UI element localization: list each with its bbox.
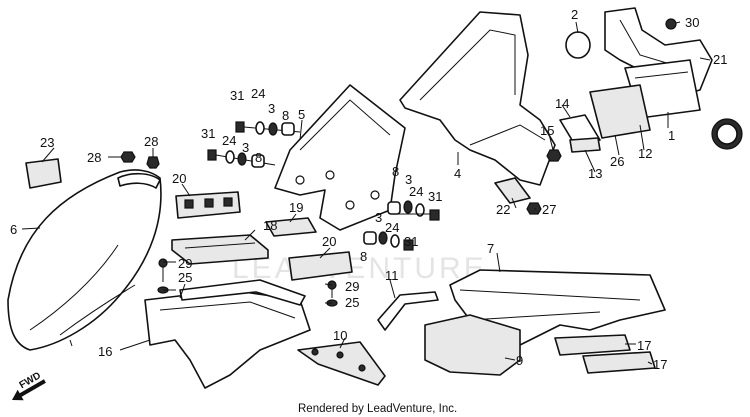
callout-26: 26: [610, 154, 624, 169]
mud-guard-16[interactable]: [144, 279, 311, 389]
callout-31-right-upper: 31: [428, 189, 442, 204]
stay-11[interactable]: [377, 291, 439, 331]
callout-31-upper: 31: [230, 88, 244, 103]
callout-25-left: 25: [178, 270, 192, 285]
callout-11: 11: [385, 268, 399, 283]
tail-light-lens-9[interactable]: [424, 314, 521, 376]
collar-8-lower[interactable]: [251, 154, 265, 168]
washer-3-right-upper[interactable]: [403, 200, 413, 214]
callout-25-middle: 25: [345, 295, 359, 310]
plate-22[interactable]: [494, 177, 531, 204]
decal-23[interactable]: [25, 158, 62, 189]
washer-3-right-lower[interactable]: [378, 231, 388, 245]
callout-8-right-lower: 8: [360, 249, 367, 264]
nut-28-left[interactable]: [120, 151, 136, 163]
watermark: LEADVENTURE: [232, 252, 487, 285]
reflector-1[interactable]: [711, 118, 743, 150]
nut-15[interactable]: [546, 149, 562, 162]
bolt-31-right-lower[interactable]: [403, 239, 414, 251]
tail-lens-26[interactable]: [589, 84, 651, 139]
callout-30: 30: [685, 15, 699, 30]
callout-3-right-lower: 3: [375, 210, 382, 225]
callout-29-left: 29: [178, 256, 192, 271]
reflector-17-lower[interactable]: [582, 351, 656, 374]
callout-13: 13: [588, 166, 602, 181]
callout-24-lower: 24: [222, 133, 236, 148]
seat-cowl-4[interactable]: [399, 11, 556, 186]
callout-24-upper: 24: [251, 86, 265, 101]
callout-28-right: 28: [144, 134, 158, 149]
callout-29-middle: 29: [345, 279, 359, 294]
callout-6: 6: [10, 222, 17, 237]
socket-14[interactable]: [559, 114, 601, 146]
callout-7: 7: [487, 241, 494, 256]
screw-30[interactable]: [665, 18, 677, 30]
callout-9: 9: [516, 353, 523, 368]
bracket-19[interactable]: [265, 217, 317, 237]
callout-27: 27: [542, 202, 556, 217]
reflector-2[interactable]: [565, 31, 591, 59]
callout-23: 23: [40, 135, 54, 150]
callout-8-right-upper: 8: [392, 164, 399, 179]
callout-16: 16: [98, 344, 112, 359]
washer-3-lower[interactable]: [237, 152, 247, 166]
callout-24-right-lower: 24: [385, 220, 399, 235]
washer-24-right-lower[interactable]: [390, 234, 400, 248]
callout-4: 4: [454, 166, 461, 181]
washer-24-lower[interactable]: [225, 150, 235, 164]
bolt-31-right-upper[interactable]: [396, 209, 440, 221]
washer-24-upper[interactable]: [255, 121, 265, 135]
callout-8-upper: 8: [282, 108, 289, 123]
callout-15: 15: [540, 123, 554, 138]
callout-14: 14: [555, 96, 569, 111]
washer-24-right-upper[interactable]: [415, 203, 425, 217]
callout-3-right-upper: 3: [405, 172, 412, 187]
bulb-13[interactable]: [569, 137, 601, 153]
callout-3-upper: 3: [268, 101, 275, 116]
callout-28-left: 28: [87, 150, 101, 165]
callout-20-lower: 20: [322, 234, 336, 249]
washer-3-upper[interactable]: [268, 122, 278, 136]
callout-5: 5: [298, 107, 305, 122]
callout-12: 12: [638, 146, 652, 161]
rear-fender[interactable]: [7, 169, 162, 351]
callout-21: 21: [713, 52, 727, 67]
collar-8-upper[interactable]: [281, 122, 295, 136]
callout-20-upper: 20: [172, 171, 186, 186]
callout-2: 2: [571, 7, 578, 22]
callout-1: 1: [668, 128, 675, 143]
callout-17-lower: 17: [653, 357, 667, 372]
bolt-29-middle[interactable]: [327, 280, 337, 298]
reflector-17-upper[interactable]: [554, 334, 631, 356]
collar-8-right-lower[interactable]: [363, 231, 377, 245]
callout-31-lower: 31: [201, 126, 215, 141]
collar-8-right-upper[interactable]: [387, 201, 401, 215]
reflector-20-lower[interactable]: [288, 251, 353, 281]
callout-19: 19: [289, 200, 303, 215]
callout-22: 22: [496, 202, 510, 217]
bracket-5[interactable]: [274, 84, 406, 231]
leader-lines: [21, 21, 711, 365]
callout-labels: 1 2 3 3 3 3 4 5 6 7 8 8 8 8 9 10 11 12 1…: [10, 7, 727, 372]
callout-31-right-lower: 31: [404, 234, 418, 249]
footer-credit: Rendered by LeadVenture, Inc.: [298, 403, 457, 415]
callout-17-upper: 17: [637, 338, 651, 353]
fwd-arrow-icon: FWD: [12, 370, 46, 401]
callout-24-right-upper: 24: [409, 184, 423, 199]
callout-8-lower: 8: [255, 150, 262, 165]
callout-10: 10: [333, 328, 347, 343]
callout-3-lower: 3: [242, 140, 249, 155]
reflector-20-upper[interactable]: [175, 191, 241, 219]
nut-28-right[interactable]: [146, 156, 160, 169]
bracket-10[interactable]: [297, 341, 386, 386]
bolt-29-left[interactable]: [158, 258, 168, 282]
callout-18: 18: [263, 218, 277, 233]
